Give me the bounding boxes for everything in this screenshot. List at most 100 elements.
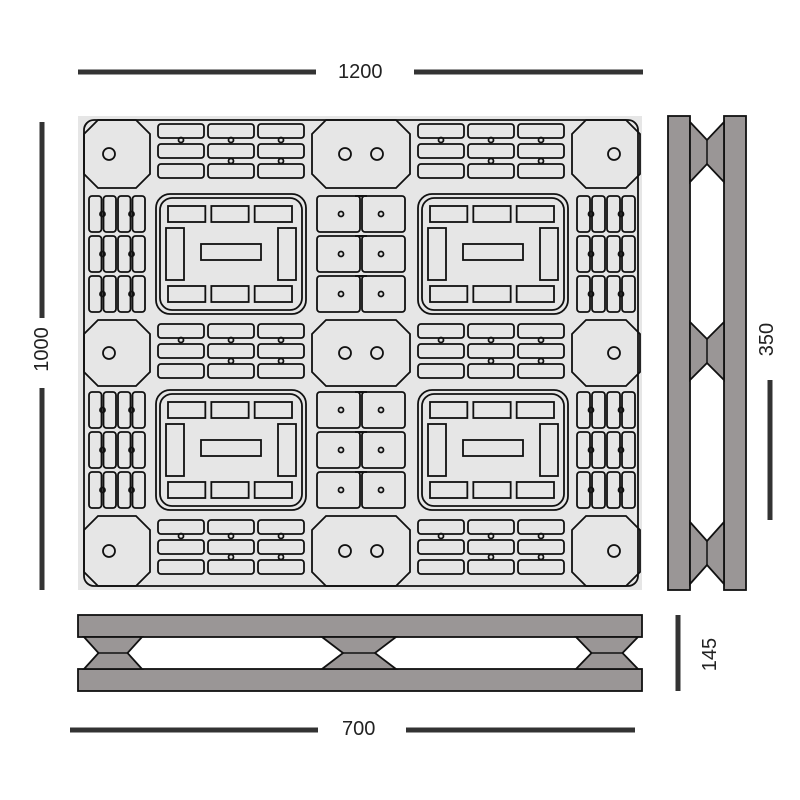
slat xyxy=(361,195,406,233)
hole-icon xyxy=(487,357,495,365)
panel-slot xyxy=(429,285,469,303)
hole-icon xyxy=(177,532,185,540)
panel-slot xyxy=(210,401,250,419)
block-octagon xyxy=(311,319,411,387)
pallet-top-view xyxy=(78,116,642,590)
hole-icon xyxy=(99,210,106,218)
block-octagon xyxy=(571,319,641,387)
hole-icon xyxy=(337,486,345,494)
hole-icon xyxy=(277,553,285,561)
panel-slot xyxy=(462,439,524,457)
length-label: 1200 xyxy=(338,61,383,83)
slat xyxy=(316,275,361,313)
hole-icon xyxy=(587,486,595,494)
hole-icon xyxy=(277,336,285,344)
panel-slot xyxy=(515,285,555,303)
hole-icon xyxy=(227,136,235,144)
panel-slot xyxy=(200,243,262,261)
deck-panel-inner xyxy=(421,393,565,507)
slat xyxy=(157,163,205,179)
hole-icon xyxy=(277,357,285,365)
slat xyxy=(576,275,591,313)
slat xyxy=(606,391,621,429)
deck-panel-inner xyxy=(159,393,303,507)
hole-icon xyxy=(177,136,185,144)
hole-icon xyxy=(437,136,445,144)
deck-panel xyxy=(155,193,307,315)
panel-slot xyxy=(429,205,469,223)
slat xyxy=(591,235,606,273)
slat xyxy=(157,539,205,555)
hole-icon xyxy=(370,544,384,558)
slat xyxy=(621,275,636,313)
slat xyxy=(157,363,205,379)
panel-slot xyxy=(210,205,250,223)
hole-icon xyxy=(337,406,345,414)
hole-icon xyxy=(338,544,352,558)
pallet-side-view xyxy=(667,115,747,591)
slat xyxy=(88,195,103,233)
hole-icon xyxy=(537,553,545,561)
hole-icon xyxy=(487,157,495,165)
hole-icon xyxy=(487,532,495,540)
hole-icon xyxy=(128,210,135,218)
hole-icon xyxy=(377,406,385,414)
deck-panel xyxy=(417,193,569,315)
hole-icon xyxy=(128,446,135,454)
slat xyxy=(361,235,406,273)
width-label: 1000 xyxy=(30,327,53,372)
hole-icon xyxy=(587,290,595,298)
hole-icon xyxy=(99,250,106,258)
hole-icon xyxy=(338,346,352,360)
panel-slot xyxy=(515,481,555,499)
hole-icon xyxy=(617,250,625,258)
slat xyxy=(621,391,636,429)
hole-icon xyxy=(227,336,235,344)
hole-icon xyxy=(277,136,285,144)
hole-icon xyxy=(537,136,545,144)
panel-slot xyxy=(167,285,207,303)
hole-icon xyxy=(99,446,106,454)
slat xyxy=(88,235,103,273)
hole-icon xyxy=(337,290,345,298)
slat xyxy=(606,195,621,233)
panel-slot xyxy=(277,423,297,477)
slat xyxy=(131,471,146,509)
slat xyxy=(606,431,621,469)
hole-icon xyxy=(377,250,385,258)
panel-slot xyxy=(167,401,207,419)
hole-icon xyxy=(102,346,116,360)
slat xyxy=(576,471,591,509)
hole-icon xyxy=(487,136,495,144)
hole-icon xyxy=(370,147,384,161)
slat xyxy=(316,235,361,273)
panel-slot xyxy=(200,439,262,457)
panel-slot xyxy=(253,481,293,499)
height-label: 145 xyxy=(699,637,722,672)
slat xyxy=(417,363,465,379)
slat xyxy=(606,275,621,313)
hole-icon xyxy=(537,336,545,344)
slat xyxy=(417,163,465,179)
panel-slot xyxy=(427,227,447,281)
side-board-left xyxy=(667,115,691,591)
hole-icon xyxy=(537,532,545,540)
hole-icon xyxy=(617,406,625,414)
hole-icon xyxy=(277,532,285,540)
panel-slot xyxy=(165,423,185,477)
slat xyxy=(88,471,103,509)
block-octagon xyxy=(311,119,411,189)
hole-icon xyxy=(227,532,235,540)
slat xyxy=(316,195,361,233)
slat xyxy=(157,559,205,575)
slat xyxy=(131,195,146,233)
panel-slot xyxy=(429,481,469,499)
hole-icon xyxy=(337,250,345,258)
hole-icon xyxy=(128,290,135,298)
hole-icon xyxy=(487,336,495,344)
slat xyxy=(117,275,132,313)
hole-icon xyxy=(377,446,385,454)
block-octagon xyxy=(571,119,641,189)
slat xyxy=(591,431,606,469)
panel-slot xyxy=(429,401,469,419)
